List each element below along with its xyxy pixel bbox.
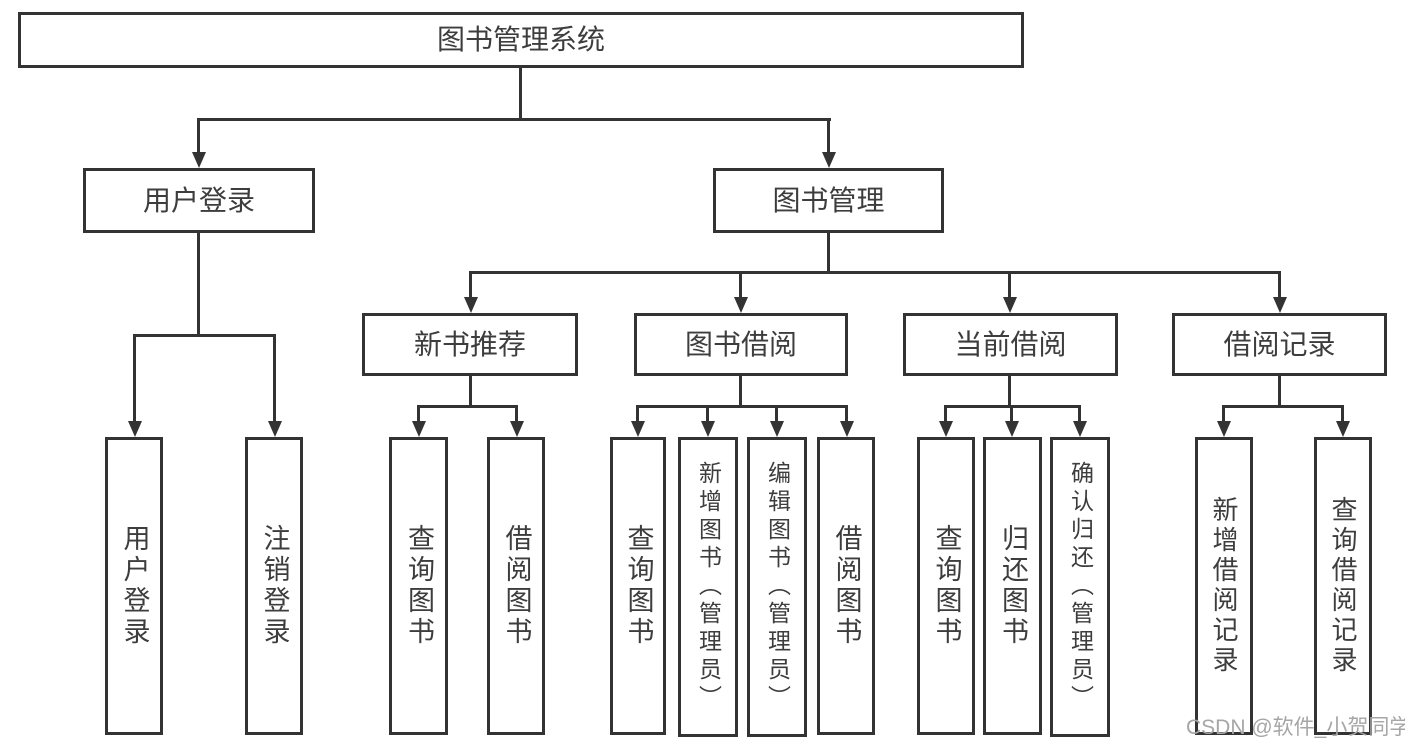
watermark: CSDN @软件_小贺同学 [1186, 716, 1405, 739]
leaf-return-book: 归还图书 [983, 437, 1042, 735]
connector [1341, 405, 1344, 423]
connector [417, 405, 518, 408]
connector [636, 405, 848, 408]
connector [739, 376, 742, 408]
arrowhead-down [128, 421, 142, 437]
connector [1222, 405, 1225, 423]
leaf-edit-book-admin: 编辑图书（管理员） [747, 437, 807, 737]
arrowhead-down [701, 421, 715, 437]
node-new-book-recommend: 新书推荐 [362, 313, 578, 376]
node-borrow-record: 借阅记录 [1172, 313, 1387, 376]
connector [739, 271, 742, 299]
node-current-borrow: 当前借阅 [903, 313, 1118, 376]
leaf-user-login: 用户登录 [105, 437, 163, 735]
arrowhead-down [510, 421, 524, 437]
connector [636, 405, 639, 423]
node-book-borrow: 图书借阅 [634, 313, 848, 376]
connector [273, 334, 276, 423]
node-user-login: 用户登录 [83, 168, 315, 233]
arrowhead-down [1217, 421, 1231, 437]
connector [133, 334, 136, 423]
arrowhead-down [268, 421, 282, 437]
arrowhead-down [464, 297, 478, 313]
connector [133, 334, 276, 337]
leaf-query-borrow-record: 查询借阅记录 [1314, 437, 1372, 735]
connector [1008, 376, 1011, 408]
connector [1078, 405, 1081, 423]
connector [706, 405, 709, 423]
connector [1278, 376, 1281, 408]
arrowhead-down [631, 421, 645, 437]
arrowhead-down [1003, 297, 1017, 313]
connector [1008, 271, 1011, 299]
leaf-query-book-3: 查询图书 [917, 437, 975, 735]
connector [469, 271, 472, 299]
arrowhead-down [734, 297, 748, 313]
arrowhead-down [1073, 421, 1087, 437]
leaf-add-borrow-record: 新增借阅记录 [1195, 437, 1253, 735]
connector [827, 233, 830, 274]
connector [469, 271, 1281, 274]
arrowhead-down [840, 421, 854, 437]
connector [519, 66, 522, 121]
arrowhead-down [822, 152, 836, 168]
connector [197, 118, 831, 121]
connector [827, 118, 830, 154]
leaf-query-book-2: 查询图书 [610, 437, 666, 735]
connector [845, 405, 848, 423]
connector [1010, 405, 1013, 423]
leaf-logout: 注销登录 [245, 437, 303, 735]
leaf-add-book-admin: 新增图书（管理员） [678, 437, 738, 737]
connector [469, 376, 472, 408]
connector [775, 405, 778, 423]
connector [1278, 271, 1281, 299]
leaf-confirm-return-admin: 确认归还（管理员） [1050, 437, 1110, 737]
leaf-borrow-book-1: 借阅图书 [487, 437, 545, 735]
arrowhead-down [192, 152, 206, 168]
arrowhead-down [1336, 421, 1350, 437]
connector [515, 405, 518, 423]
connector [197, 233, 200, 337]
arrowhead-down [1273, 297, 1287, 313]
connector [944, 405, 947, 423]
arrowhead-down [412, 421, 426, 437]
connector [1222, 405, 1344, 408]
leaf-query-book-1: 查询图书 [389, 437, 448, 735]
arrowhead-down [770, 421, 784, 437]
arrowhead-down [1005, 421, 1019, 437]
node-book-management: 图书管理 [713, 168, 944, 233]
connector [417, 405, 420, 423]
leaf-borrow-book-2: 借阅图书 [817, 437, 875, 735]
node-root-system: 图书管理系统 [18, 12, 1024, 68]
arrowhead-down [939, 421, 953, 437]
connector [197, 118, 200, 154]
